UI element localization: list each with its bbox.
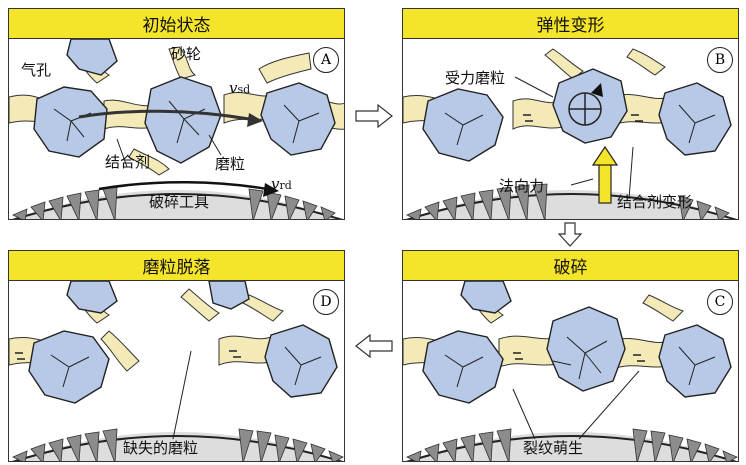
panel-title: 破碎	[403, 251, 738, 281]
wheel-label: 砂轮	[171, 45, 202, 63]
binder-label: 结合剂	[105, 153, 151, 171]
panel-fracture: 破碎	[402, 250, 739, 462]
scene-pullout	[9, 281, 344, 461]
panel-letter: C	[707, 289, 733, 315]
tool-label: 破碎工具	[149, 193, 210, 211]
v-sd-label: vsd	[229, 79, 251, 97]
panel-grain-pullout: 磨粒脱落	[8, 250, 345, 462]
panel-initial-state: 初始状态	[8, 8, 345, 220]
v-rd-label: vrd	[271, 175, 292, 193]
left-arrow-icon	[355, 334, 393, 358]
crack-label: 裂纹萌生	[523, 439, 584, 457]
panel-letter: B	[707, 47, 733, 73]
pore-label: 气孔	[21, 61, 52, 79]
panel-title: 磨粒脱落	[9, 251, 344, 281]
loaded-grain-label: 受力磨粒	[445, 69, 506, 87]
scene-elastic	[403, 48, 737, 219]
right-arrow-icon	[355, 104, 393, 128]
normal-force-label: 法向力	[499, 177, 545, 195]
down-arrow-icon	[558, 222, 582, 247]
binder-deform-label: 结合剂变形	[617, 193, 693, 211]
panel-elastic-deformation: 弹性变形	[402, 8, 739, 220]
tool-teeth	[12, 186, 336, 219]
scene-fracture	[403, 281, 738, 461]
panel-letter: A	[313, 47, 339, 73]
scene-initial	[9, 39, 344, 219]
grain-label: 磨粒	[215, 155, 246, 173]
panel-letter: D	[313, 289, 339, 315]
missing-grain-label: 缺失的磨粒	[123, 439, 199, 457]
panel-title: 弹性变形	[403, 9, 738, 39]
panel-title: 初始状态	[9, 9, 344, 39]
